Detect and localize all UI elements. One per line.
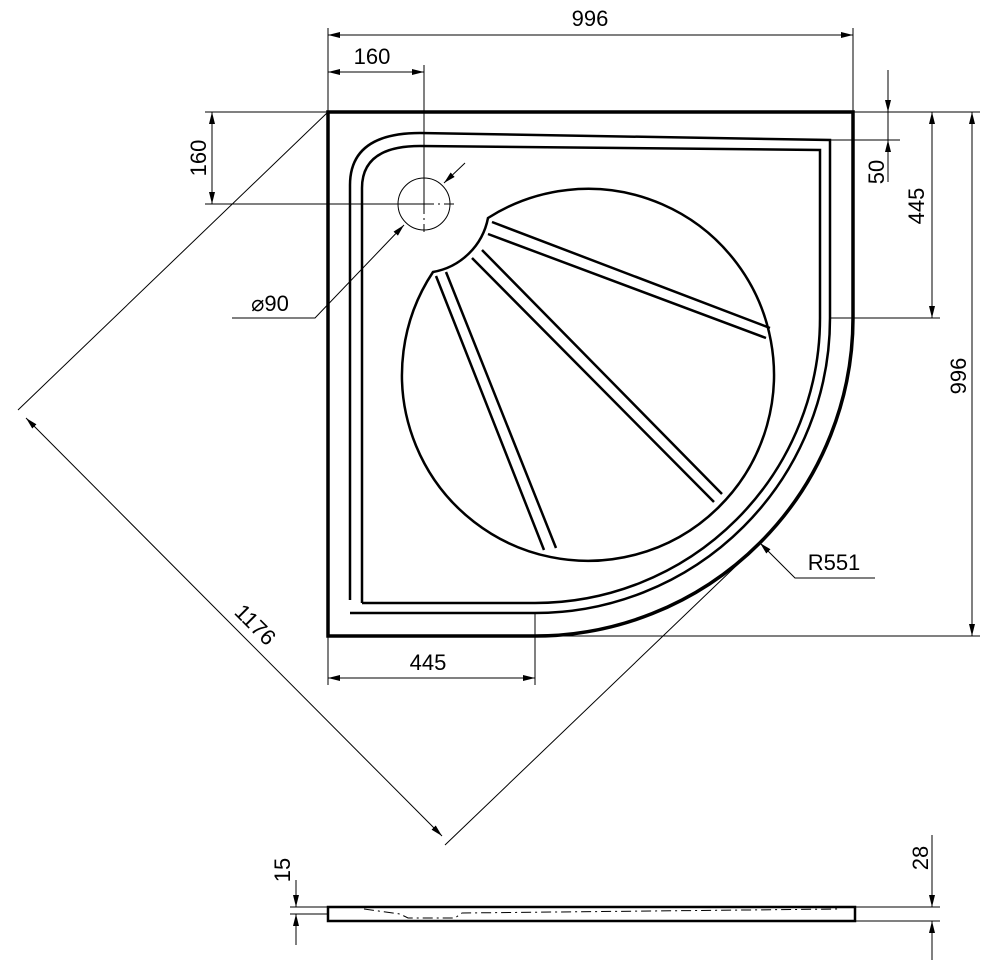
dim-width-top: 996	[572, 6, 609, 31]
dim-drain-offset-y: 160	[186, 140, 211, 177]
dim-profile-inner: 15	[270, 858, 295, 882]
dim-drain-diameter: ⌀90	[251, 291, 289, 316]
rib	[471, 249, 723, 503]
dimension-lines	[25, 32, 975, 837]
rib	[434, 271, 558, 551]
dim-profile-total: 28	[908, 846, 933, 870]
dim-straight-bottom: 445	[410, 650, 447, 675]
basin-outline	[400, 187, 776, 563]
profile-outline	[326, 905, 857, 923]
dim-radius: R551	[808, 550, 861, 575]
rim-inner-line	[360, 144, 822, 605]
tray-side-profile	[290, 835, 940, 960]
dim-straight-right: 445	[904, 188, 929, 225]
dim-rim-top: 50	[864, 160, 889, 184]
dim-height-right: 996	[946, 358, 971, 395]
rim-outer-line	[348, 131, 832, 615]
rib	[487, 220, 771, 340]
ribs	[434, 220, 771, 551]
dim-drain-offset-x: 160	[354, 44, 391, 69]
dim-diagonal: 1176	[230, 599, 281, 650]
